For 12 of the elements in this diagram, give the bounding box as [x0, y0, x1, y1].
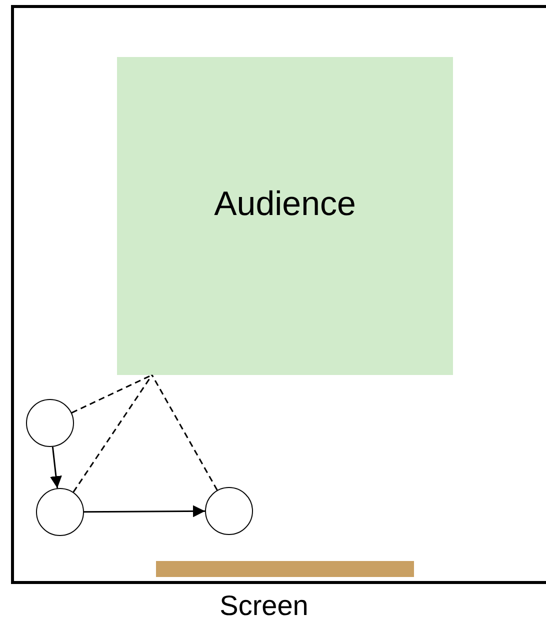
arrow — [84, 505, 205, 518]
audience-area — [117, 57, 453, 375]
arrow — [50, 446, 62, 488]
screen-bar — [156, 561, 414, 577]
position-circle — [205, 487, 253, 535]
sight-line — [71, 374, 152, 414]
sight-line — [151, 374, 218, 490]
screen-label: Screen — [218, 590, 310, 622]
sight-line — [72, 374, 153, 492]
position-circle — [36, 488, 84, 536]
area-label: Audience — [214, 184, 356, 224]
position-circle — [26, 399, 74, 447]
